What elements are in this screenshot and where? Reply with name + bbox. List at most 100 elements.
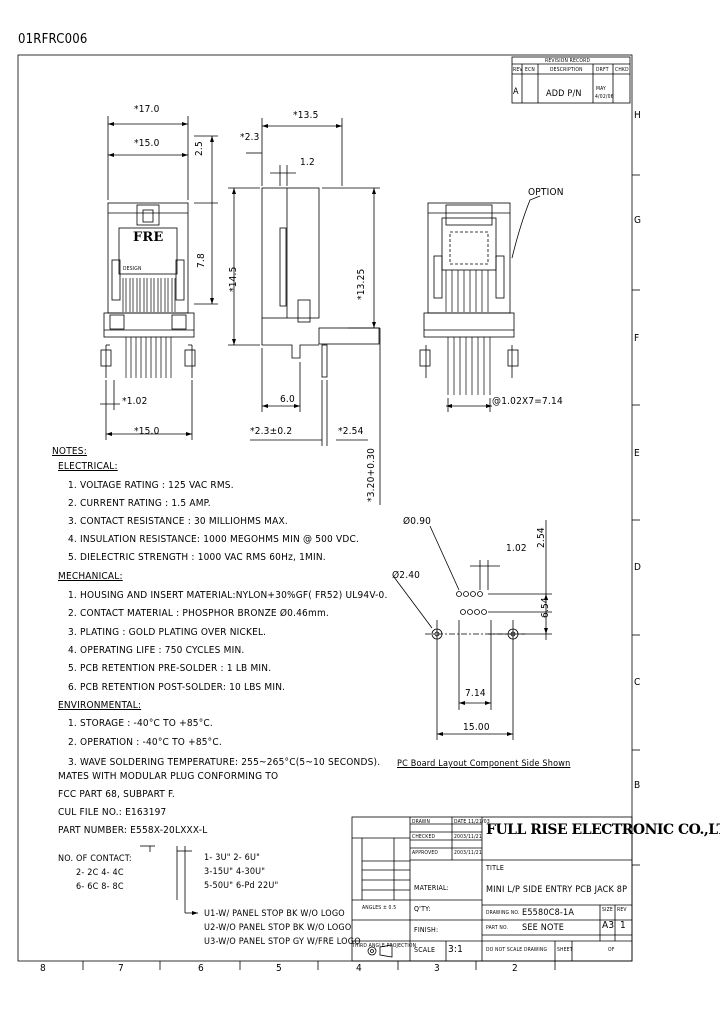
- pcb-dim-254: 2.54: [536, 527, 547, 548]
- approved-date: 2003/11/21: [454, 850, 482, 856]
- notes-title: NOTES:: [52, 446, 87, 457]
- drawing-no-label: DRAWING NO.: [486, 910, 520, 916]
- zone-d: D: [634, 562, 642, 573]
- contact-row-2: 6- 6C 8- 8C: [76, 882, 124, 892]
- zone-5: 5: [276, 963, 282, 974]
- pcb-dim-1500: 15.00: [463, 722, 490, 733]
- zone-e: E: [634, 448, 640, 459]
- side-dim-3-20: *3.20+0.30: [366, 447, 377, 502]
- electrical-3: 3. CONTACT RESISTANCE : 30 MILLIOHMS MAX…: [68, 516, 288, 527]
- environmental-title: ENVIRONMENTAL:: [58, 700, 142, 711]
- sheet-value: OF: [608, 947, 615, 953]
- mechanical-4: 4. OPERATING LIFE : 750 CYCLES MIN.: [68, 645, 245, 656]
- side-dim-13-5: *13.5: [293, 110, 319, 121]
- side-dim-6: 6.0: [280, 394, 295, 405]
- scale-value: 3:1: [448, 944, 464, 955]
- drawing-border: [17, 54, 633, 962]
- revision-rev: A: [513, 87, 519, 97]
- contact-row-1: 2- 2C 4- 4C: [76, 868, 124, 878]
- mechanical-1: 1. HOUSING AND INSERT MATERIAL:NYLON+30%…: [68, 590, 388, 601]
- pcb-d240: Ø2.40: [392, 570, 421, 581]
- rear-option-label: OPTION: [528, 187, 564, 198]
- contact-title: NO. OF CONTACT:: [58, 854, 132, 864]
- mechanical-6: 6. PCB RETENTION POST-SOLDER: 10 LBS MIN…: [68, 682, 286, 693]
- mechanical-3: 3. PLATING : GOLD PLATING OVER NICKEL.: [68, 627, 267, 638]
- fre-logo: FRE: [133, 230, 164, 245]
- plating-row-2: 3-15U" 4-30U": [204, 867, 266, 877]
- zone-f: F: [634, 333, 640, 344]
- pcb-caption: PC Board Layout Component Side Shown: [397, 759, 571, 769]
- pcb-d090: Ø0.90: [403, 516, 432, 527]
- pcb-dim-714: 7.14: [465, 688, 486, 699]
- title-block-frame: [351, 816, 633, 962]
- drft-col: DRFT: [596, 67, 609, 73]
- checked-date: 2003/11/21: [454, 834, 482, 840]
- option-row-2: U2-W/O PANEL STOP BK W/O LOGO: [204, 923, 352, 933]
- ecn-col: ECN: [525, 67, 535, 73]
- size-label: SIZE: [602, 907, 613, 913]
- front-dim-17: *17.0: [134, 104, 160, 115]
- plating-row-3: 5-50U" 6-Pd 22U": [204, 881, 279, 891]
- size-value: A3: [602, 920, 615, 931]
- electrical-4: 4. INSULATION RESISTANCE: 1000 MEGOHMS M…: [68, 534, 360, 545]
- angles-tolerance: ANGLES ± 0.5: [362, 905, 397, 911]
- part-no: SEE NOTE: [522, 923, 565, 933]
- environmental-2: 2. OPERATION : -40°C TO +85°C.: [68, 737, 222, 748]
- environmental-1: 1. STORAGE : -40°C TO +85°C.: [68, 718, 213, 729]
- electrical-1: 1. VOLTAGE RATING : 125 VAC RMS.: [68, 480, 234, 491]
- electrical-title: ELECTRICAL:: [58, 461, 118, 472]
- do-not-scale: DO NOT SCALE DRAWING: [486, 947, 548, 953]
- front-dim-2-5: 2.5: [194, 141, 205, 156]
- company-name: FULL RISE ELECTRONIC CO.,LTD: [486, 822, 720, 838]
- side-dim-2-54: *2.54: [338, 426, 364, 437]
- title-label: TITLE: [486, 864, 505, 872]
- drawing-title: MINI L/P SIDE ENTRY PCB JACK 8P: [486, 885, 628, 895]
- zone-6: 6: [198, 963, 204, 974]
- mechanical-2: 2. CONTACT MATERIAL : PHOSPHOR BRONZE Ø0…: [68, 608, 329, 619]
- rear-dim-pitch: @1.02X7=7.14: [492, 396, 563, 407]
- description-col: DESCRIPTION: [550, 67, 583, 73]
- qty-label: Q'TY:: [414, 905, 431, 913]
- document-code: 01RFRC006: [18, 32, 88, 47]
- front-dim-pin: *1.02: [122, 396, 148, 407]
- scale-label: SCALE: [414, 946, 436, 954]
- rev-col: REV: [513, 67, 523, 73]
- side-dim-2-3-tol: *2.3±0.2: [250, 426, 293, 437]
- pcb-dim-102: 1.02: [506, 543, 527, 554]
- front-dim-15-bottom: *15.0: [134, 426, 160, 437]
- option-row-3: U3-W/O PANEL STOP GY W/FRE LOGO: [204, 937, 361, 947]
- mechanical-5: 5. PCB RETENTION PRE-SOLDER : 1 LB MIN.: [68, 663, 272, 674]
- zone-b: B: [634, 780, 641, 791]
- pcb-dim-654: 6.54: [540, 597, 551, 618]
- approved-label: APPROVED: [412, 850, 439, 856]
- mechanical-title: MECHANICAL:: [58, 571, 123, 582]
- revision-desc: ADD P/N: [546, 89, 582, 99]
- zone-c: C: [634, 677, 641, 688]
- chkd-col: CHKD: [615, 67, 629, 73]
- zone-4: 4: [356, 963, 362, 974]
- mates-note: MATES WITH MODULAR PLUG CONFORMING TO: [58, 771, 279, 782]
- side-dim-13-25: *13.25: [356, 268, 367, 300]
- environmental-3: 3. WAVE SOLDERING TEMPERATURE: 255~265°C…: [68, 757, 381, 768]
- front-dim-15-top: *15.0: [134, 138, 160, 149]
- drawn-date: DATE 11/21/03: [454, 819, 490, 825]
- front-dim-7-8: 7.8: [196, 253, 207, 268]
- rev-label: REV: [617, 907, 627, 913]
- option-row-1: U1-W/ PANEL STOP BK W/O LOGO: [204, 909, 345, 919]
- electrical-5: 5. DIELECTRIC STRENGTH : 1000 VAC RMS 60…: [68, 552, 326, 563]
- zone-g: G: [634, 215, 642, 226]
- drawn-label: DRAWN: [412, 819, 431, 825]
- zone-7: 7: [118, 963, 124, 974]
- revision-date: 4/02/06: [595, 94, 614, 100]
- third-angle-label: THIRD ANGLE PROJECTION: [352, 943, 417, 949]
- rev-value: 1: [620, 920, 626, 931]
- fcc-note: FCC PART 68, SUBPART F.: [58, 789, 175, 800]
- cul-note: CUL FILE NO.: E163197: [58, 807, 167, 818]
- zone-h: H: [634, 110, 641, 121]
- side-dim-14-5: *14.5: [228, 266, 239, 292]
- part-no-label: PART NO.: [486, 925, 509, 931]
- material-label: MATERIAL:: [414, 884, 449, 892]
- revision-drft: MAY: [596, 86, 606, 92]
- sheet-label: SHEET: [557, 947, 573, 953]
